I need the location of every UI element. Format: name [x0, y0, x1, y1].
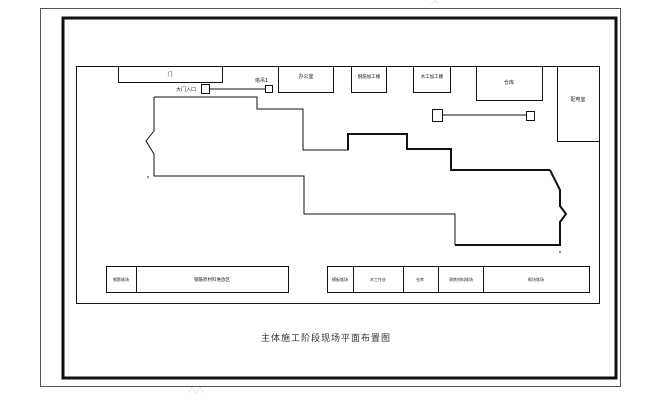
- outer-frame: [40, 8, 621, 387]
- tower-crane-1: 塔吊1: [201, 77, 273, 94]
- yard-left-wide: 钢筋原材料堆放区: [136, 266, 289, 293]
- facility-wood-shed-label: 木工加工棚: [421, 73, 444, 80]
- inner-border: [61, 16, 618, 380]
- facility-office-label: 办公室: [298, 73, 313, 80]
- yard-right-1-label: 模板堆场: [332, 276, 348, 282]
- facility-steel-shed: 钢筋加工棚: [351, 66, 387, 93]
- facility-top-left-label: 门: [167, 71, 172, 78]
- facility-top-left: 门: [118, 66, 223, 83]
- yard-left-small-label: 钢筋堆场: [113, 276, 129, 282]
- main-building-outline: [145, 96, 568, 253]
- facility-wood-shed: 木工加工棚: [413, 66, 451, 93]
- yard-right-3-label: 仓库: [416, 276, 424, 282]
- yard-left-wide-label: 钢筋原材料堆放区: [194, 276, 230, 283]
- tower-crane-2: [432, 109, 535, 122]
- facility-right: 配电室: [557, 66, 600, 142]
- facility-warehouse-label: 仓库: [504, 79, 514, 86]
- tower-crane-1-label: 塔吊1: [255, 77, 268, 84]
- gate-note-label: 大门入口: [176, 86, 196, 93]
- yard-right-group: 模板堆场 木工作业 仓库 周转材料堆场 砌块堆场: [327, 266, 590, 293]
- site-boundary: [76, 66, 600, 304]
- drawing-caption: 主体施工阶段现场平面布置图: [260, 334, 391, 344]
- yard-right-5-label: 砌块堆场: [528, 276, 544, 282]
- watermark: [187, 0, 440, 394]
- facility-warehouse: 仓库: [476, 66, 543, 101]
- yard-left-small: 钢筋堆场: [106, 266, 137, 293]
- facility-steel-shed-label: 钢筋加工棚: [358, 73, 381, 80]
- yard-right-2-label: 木工作业: [370, 276, 386, 282]
- yard-right-4-label: 周转材料堆场: [449, 276, 473, 282]
- facility-office: 办公室: [278, 66, 334, 93]
- facility-right-label: 配电室: [570, 96, 585, 103]
